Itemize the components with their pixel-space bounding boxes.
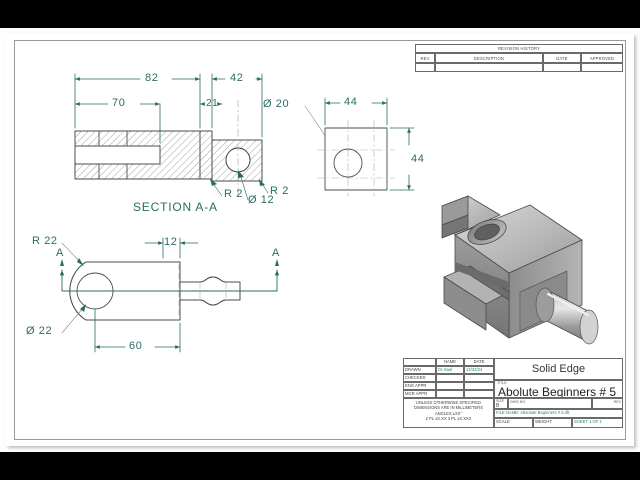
title-block-size-label: SIZE	[496, 399, 504, 403]
title-block-dwg-no-label: DWG NO	[510, 400, 526, 404]
title-block-row-drawn-name: Dr-Sauf	[436, 366, 464, 374]
dimension-44-height: 44	[411, 153, 425, 165]
title-block-weight-cell: WEIGHT	[533, 418, 572, 428]
dimension-60: 60	[129, 340, 143, 352]
section-mark-a-left: A	[56, 247, 64, 259]
dimension-r2-left: R 2	[224, 188, 243, 200]
title-block-header-blank	[403, 358, 436, 366]
notes-line-3: ANGLES ±XX°	[434, 410, 463, 416]
notes-line-2: DIMENSIONS ARE IN MILLIMETERS	[414, 405, 483, 411]
dimension-r2-right: R 2	[270, 185, 289, 197]
notes-line-1: UNLESS OTHERWISE SPECIFIED	[416, 400, 481, 405]
title-block-row-mgr-appr-label: MGR APPR	[403, 390, 436, 398]
title-block-row-eng-appr-label: ENG APPR	[403, 382, 436, 390]
title-block-file-name-label: FILE NAME:	[496, 410, 520, 415]
revision-column-date: DATE	[543, 53, 581, 63]
title-block-title-cell: TITLE Abolute Beginners # 5	[494, 380, 623, 398]
title-block-size-value: B	[496, 402, 500, 409]
dimension-dia-20: Ø 20	[263, 98, 290, 110]
title-block-row-eng-appr-date	[464, 382, 494, 390]
revision-empty-row-desc	[435, 63, 543, 72]
dimension-12: 12	[164, 236, 178, 248]
title-block-row-drawn-date: 12/23/24	[464, 366, 494, 374]
title-block-header-date: DATE	[464, 358, 494, 366]
section-view-label: SECTION A-A	[133, 200, 218, 214]
title-block-row-checked-date	[464, 374, 494, 382]
title-block-sheet-cell: SHEET 1 OF 1	[572, 418, 623, 428]
title-block-file-name-value: Absolute Beginners # 5.dft	[520, 410, 570, 415]
dimension-44-width: 44	[344, 96, 358, 108]
revision-column-rev: REV	[415, 53, 435, 63]
revision-empty-row-appr	[581, 63, 623, 72]
title-block-notes: UNLESS OTHERWISE SPECIFIED DIMENSIONS AR…	[403, 398, 494, 428]
title-block-size-cell: SIZE B	[494, 398, 508, 409]
revision-history-title: REVISION HISTORY	[415, 44, 623, 53]
revision-column-description: DESCRIPTION	[435, 53, 543, 63]
dimension-r22: R 22	[32, 235, 58, 247]
title-block-dwg-no-cell: DWG NO	[508, 398, 592, 409]
title-block-title-value: Abolute Beginners # 5	[498, 384, 617, 398]
title-block-row-drawn-label: DRAWN	[403, 366, 436, 374]
title-block-company: Solid Edge	[494, 358, 623, 380]
title-block-title-label: TITLE	[497, 381, 507, 385]
dimension-42: 42	[230, 72, 244, 84]
title-block-header-name: NAME	[436, 358, 464, 366]
dimension-21: 21	[206, 98, 219, 109]
notes-line-4: 2 PL ±X.XX 3 PL ±X.XXX	[425, 416, 472, 422]
title-block-row-mgr-appr-date	[464, 390, 494, 398]
section-mark-a-right: A	[272, 247, 280, 259]
title-block-rev-cell: REV	[592, 398, 623, 409]
title-block-row-checked-label: CHECKED	[403, 374, 436, 382]
dimension-dia-12: Ø 12	[248, 194, 275, 206]
dimension-70: 70	[112, 97, 126, 109]
title-block-scale-cell: SCALE	[494, 418, 533, 428]
title-block-row-checked-name	[436, 374, 464, 382]
dimension-dia-22: Ø 22	[26, 325, 53, 337]
title-block-row-mgr-appr-name	[436, 390, 464, 398]
title-block-row-eng-appr-name	[436, 382, 464, 390]
revision-empty-row-date	[543, 63, 581, 72]
revision-column-approved: APPROVED	[581, 53, 623, 63]
title-block-file-name-cell: FILE NAME: Absolute Beginners # 5.dft	[494, 409, 623, 418]
revision-empty-row-rev	[415, 63, 435, 72]
dimension-82: 82	[145, 72, 159, 84]
title-block-rev-label: REV	[613, 400, 621, 404]
